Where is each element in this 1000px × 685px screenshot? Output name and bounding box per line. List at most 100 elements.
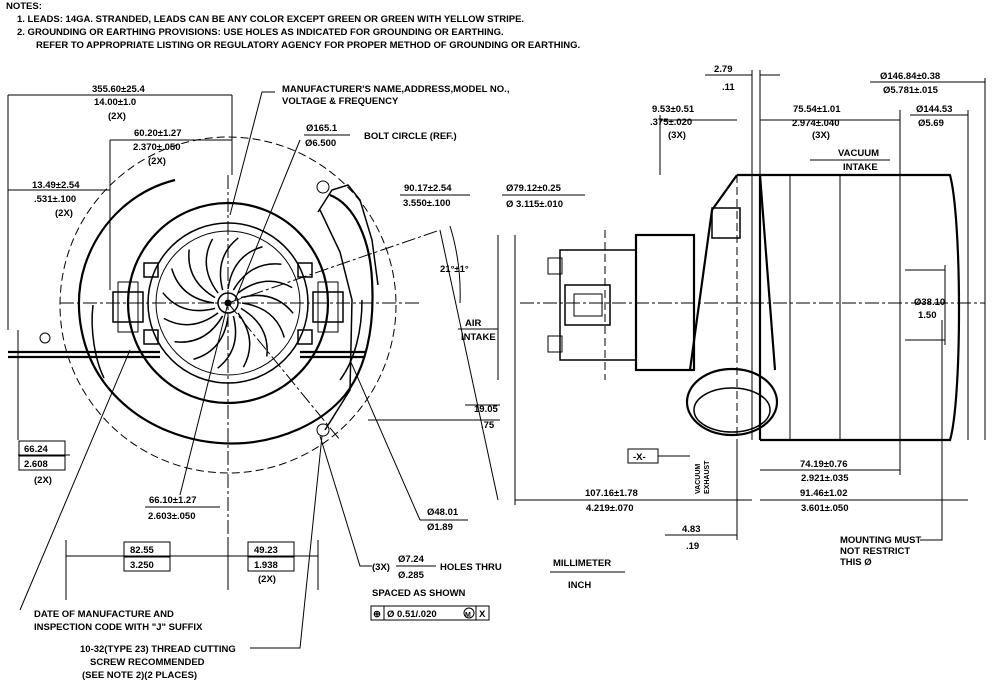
- dim-10716-mm: 107.16±1.78: [585, 488, 638, 499]
- exhaust-cone-left: [688, 174, 738, 371]
- fan-blade: [237, 312, 251, 368]
- date-note-1: DATE OF MANUFACTURE AND: [34, 609, 174, 620]
- dim-bottom-in: 2.608: [24, 459, 48, 470]
- mfr-label-1: MANUFACTURER'S NAME,ADDRESS,MODEL NO.,: [282, 84, 509, 95]
- dim-strip-in: .531±.100: [34, 194, 76, 205]
- mount-note-leader: [920, 320, 943, 541]
- exhaust-outlet-inner: [693, 387, 771, 433]
- brush-holder-right-body: [317, 281, 339, 333]
- dim-exhaust-mm: 19.05: [474, 404, 498, 415]
- screw-note-1: 10-32(TYPE 23) THREAD CUTTING: [80, 644, 236, 655]
- screw-note-2: SCREW RECOMMENDED: [90, 657, 205, 668]
- dim-3810-mm: ø38.10: [914, 297, 945, 308]
- dim-953-mm: 9.53±0.51: [652, 104, 695, 115]
- dim-9146-mm: 91.46±1.02: [800, 488, 847, 499]
- side-view: [520, 173, 985, 442]
- exhaust-duct-inner: [319, 209, 353, 431]
- mfr-label-2: VOLTAGE & FREQUENCY: [282, 96, 399, 107]
- mount-note-2: NOT RESTRICT: [840, 546, 910, 557]
- dim-overall-in: 14.00±1.0: [94, 97, 136, 108]
- air-intake-2: INTAKE: [461, 332, 496, 343]
- dim-8255-mm: 82.55: [130, 545, 154, 556]
- tolerance-mod-circle: [463, 607, 475, 619]
- dim-953-in: .375±.020: [650, 117, 692, 128]
- dim-hole-mm: 66.10±1.27: [149, 495, 196, 506]
- motor-terminal-top: [547, 257, 563, 275]
- note-1: 1. LEADS: 14GA. STRANDED, LEADS CAN BE A…: [17, 14, 524, 25]
- centerline-angled-2: [227, 302, 341, 441]
- front-dimensions: 355.60±25.4 14.00±1.0 (2X) 60.20±1.27 2.…: [7, 84, 509, 681]
- dim-bottom-qty: (2X): [34, 475, 52, 486]
- fan-blade: [219, 237, 239, 291]
- screw-note-3: (SEE NOTE 2)(2 PLACES): [82, 670, 197, 681]
- date-note-2: INSPECTION CODE WITH "J" SUFFIX: [34, 622, 203, 633]
- fan-blade: [162, 292, 216, 312]
- fan-blade: [217, 315, 237, 369]
- dim-279-in: .11: [722, 82, 735, 93]
- dim-hole-in: 2.603±.050: [148, 511, 195, 522]
- dim-14453-in: ø5.69: [918, 118, 944, 129]
- bolt-circle-leader: [234, 139, 301, 301]
- units-legend: MILLIMETER INCH: [550, 558, 625, 591]
- brush-holder-left-body: [117, 281, 139, 333]
- units-top: MILLIMETER: [553, 558, 611, 569]
- exhaust-outlet-outer: [685, 367, 779, 437]
- brush-holder-left: [112, 291, 144, 323]
- angle-arc: [449, 225, 461, 304]
- dim-7419-in: 2.921±.035: [801, 473, 849, 484]
- dim-7419-mm: 74.19±0.76: [800, 459, 847, 470]
- dim-953-qty: (3X): [668, 130, 686, 141]
- holes-mm: ø7.24: [398, 554, 425, 565]
- dim-bottom-mm: 66.24: [24, 444, 48, 455]
- dim-279-mm: 2.79: [714, 64, 733, 75]
- exhaust-duct-top: [317, 184, 379, 286]
- dim-483-in: .19: [686, 541, 699, 552]
- fan-blade: [240, 307, 268, 357]
- mfr-leader: [229, 91, 275, 216]
- holes-spacing: SPACED AS SHOWN: [372, 588, 466, 599]
- tolerance-value: ø 0.51/.020: [387, 609, 437, 620]
- mount-note-1: MOUNTING MUST: [840, 535, 921, 546]
- dim-4923-box-mm: [247, 541, 295, 557]
- fan-blade: [227, 246, 263, 290]
- units-bottom: INCH: [568, 580, 591, 591]
- brush-box-inner: [573, 293, 603, 317]
- holes-in: ø.285: [398, 570, 425, 581]
- screw-note-leader: [250, 435, 323, 649]
- motor-end-bell: [559, 249, 637, 361]
- mount-hole-top: [316, 180, 330, 194]
- dim-overall-qty: (2X): [108, 111, 126, 122]
- fan-blade: [205, 238, 219, 294]
- side-dimensions: 2.79 .11 9.53±0.51 .375±.020 (3X) 75.54±…: [502, 64, 986, 568]
- holes-qty: (3X): [372, 562, 390, 573]
- datum-x: -X-: [633, 452, 646, 463]
- dim-bottom-box-mm: [18, 440, 66, 456]
- dim-14684-mm: ø146.84±0.38: [880, 71, 940, 82]
- fan-blade: [163, 312, 219, 326]
- note-2: 2. GROUNDING OR EARTHING PROVISIONS: USE…: [17, 27, 504, 38]
- dim-overall-mm: 355.60±25.4: [92, 84, 145, 95]
- dim-lead-in: 2.370±.050: [133, 142, 180, 153]
- dim-4923-qty: (2X): [258, 574, 276, 585]
- dim-bottom-box-in: [18, 455, 66, 471]
- air-intake-1: AIR: [465, 318, 482, 329]
- dim-dia48-in: ø1.89: [427, 522, 453, 533]
- tolerance-frame: [370, 605, 490, 621]
- dim-14453-mm: ø144.53: [916, 104, 952, 115]
- dim-8255-in: 3.250: [130, 560, 154, 571]
- dim-9146-in: 3.601±.050: [801, 503, 848, 514]
- vacuum-exhaust-1: VACUUM: [695, 464, 702, 494]
- brush-box: [564, 284, 611, 326]
- dim-7554-mm: 75.54±1.01: [793, 104, 841, 115]
- dim-4923-mm: 49.23: [254, 545, 278, 556]
- fan-blades: [162, 237, 294, 369]
- motor-terminal-bottom: [547, 335, 563, 353]
- dim-offset-in: 3.550±.100: [403, 198, 450, 209]
- dim-4923-box-in: [247, 556, 295, 572]
- dim-strip-mm: 13.49±2.54: [32, 180, 80, 191]
- notes-block: NOTES: 1. LEADS: 14GA. STRANDED, LEADS C…: [6, 1, 580, 51]
- dim-8255-box-in: [123, 556, 171, 572]
- mount-hole-left: [39, 332, 51, 344]
- dim-7554-in: 2.974±.040: [792, 118, 839, 129]
